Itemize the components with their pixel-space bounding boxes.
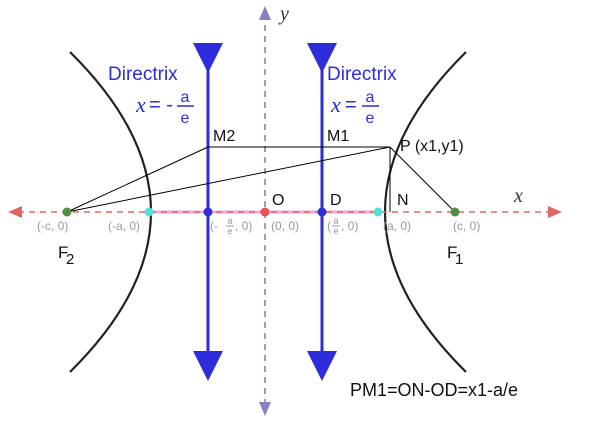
coord-pos-ae-den: e bbox=[333, 226, 338, 236]
x-axis-label: x bbox=[513, 185, 523, 207]
y-axis-arrow-up bbox=[259, 6, 271, 20]
x-axis-arrow-left bbox=[8, 206, 22, 218]
coord-origin: (0, 0) bbox=[271, 219, 299, 233]
coord-pos-ae-open: ( bbox=[327, 219, 331, 233]
directrix-right-point bbox=[317, 207, 327, 217]
label-F2: F bbox=[58, 243, 68, 262]
coord-pos-ae-close: , 0) bbox=[341, 219, 358, 233]
directrix-left-sign: = - bbox=[149, 94, 173, 116]
directrix-left-var: x bbox=[135, 92, 146, 117]
coord-neg-c: (-c, 0) bbox=[37, 219, 68, 233]
formula-text: PM1=ON-OD=x1-a/e bbox=[350, 380, 518, 400]
coord-pos-ae-num: a bbox=[333, 216, 338, 226]
label-P: P (x1,y1) bbox=[400, 138, 464, 155]
line-P-F1 bbox=[389, 146, 456, 213]
y-axis-arrow-down bbox=[259, 402, 271, 416]
x-axis-arrow-right bbox=[548, 206, 562, 218]
coord-neg-ae-open: (- bbox=[210, 219, 218, 233]
label-F1-subscript: 1 bbox=[455, 251, 463, 268]
coord-pos-c: (c, 0) bbox=[453, 219, 480, 233]
directrix-right-frac-den: e bbox=[366, 110, 375, 127]
directrix-left-frac-den: e bbox=[181, 110, 190, 127]
coord-neg-a: (-a, 0) bbox=[108, 219, 140, 233]
label-M1: M1 bbox=[327, 128, 349, 145]
focus-F1-point bbox=[450, 207, 460, 217]
vertex-right-point bbox=[373, 207, 383, 217]
label-F1: F bbox=[447, 243, 457, 262]
directrix-left-frac-num: a bbox=[181, 89, 190, 106]
directrix-left-point bbox=[203, 207, 213, 217]
label-N: N bbox=[397, 192, 409, 209]
coord-pos-a: (a, 0) bbox=[383, 219, 411, 233]
focus-F2-point bbox=[62, 207, 72, 217]
origin-point bbox=[260, 207, 270, 217]
coord-neg-ae-den: e bbox=[227, 226, 232, 236]
vertex-left-point bbox=[144, 207, 154, 217]
coord-neg-ae-close: , 0) bbox=[235, 219, 252, 233]
label-F2-subscript: 2 bbox=[66, 251, 74, 268]
line-F2-P bbox=[66, 146, 391, 213]
directrix-right-frac-num: a bbox=[366, 89, 375, 106]
y-axis-label: y bbox=[278, 3, 289, 25]
directrix-left-title: Directrix bbox=[108, 64, 178, 85]
directrix-right-var: x bbox=[330, 92, 341, 117]
directrix-right-sign: = bbox=[345, 94, 357, 116]
line-F2-M2 bbox=[66, 146, 209, 213]
directrix-right-title: Directrix bbox=[327, 64, 397, 85]
label-O: O bbox=[272, 192, 284, 209]
label-M2: M2 bbox=[213, 128, 235, 145]
label-D: D bbox=[330, 192, 342, 209]
coord-neg-ae-num: a bbox=[227, 216, 232, 226]
